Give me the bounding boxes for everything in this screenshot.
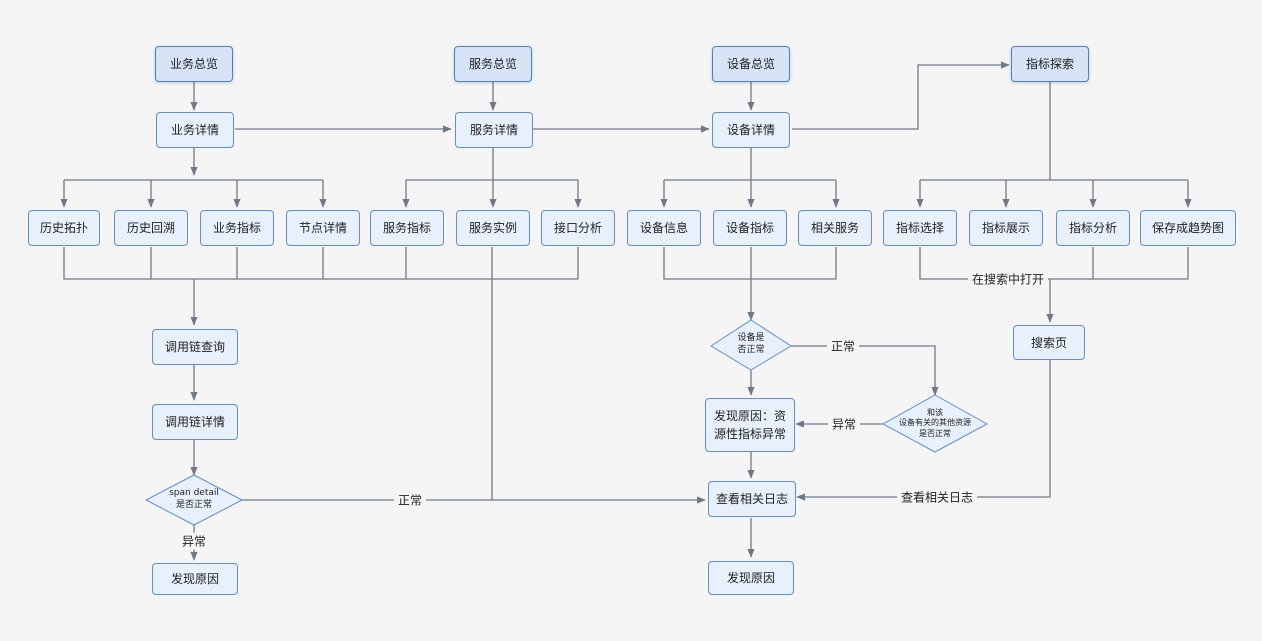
edge-label-span-normal: 正常 bbox=[393, 491, 427, 509]
node-view-related-logs-label: 查看相关日志 bbox=[715, 492, 788, 506]
node-interface-analysis-label: 接口分析 bbox=[553, 221, 602, 235]
decision-span-detail-text: span detail 是否正常 bbox=[169, 488, 219, 510]
node-service-metric-label: 服务指标 bbox=[382, 221, 431, 235]
node-find-cause-right-label: 发现原因 bbox=[726, 571, 775, 585]
node-metric-analysis-label: 指标分析 bbox=[1068, 221, 1117, 235]
node-find-cause-left[interactable]: 发现原因 bbox=[152, 563, 238, 595]
edge-label-span-abnormal: 异常 bbox=[177, 532, 211, 550]
node-history-topology-label: 历史拓扑 bbox=[39, 221, 88, 235]
node-service-metric[interactable]: 服务指标 bbox=[370, 210, 444, 246]
node-find-cause-right[interactable]: 发现原因 bbox=[708, 561, 794, 595]
node-metric-select[interactable]: 指标选择 bbox=[883, 210, 957, 246]
edge-device-detail-to-metric-explore bbox=[792, 61, 1010, 130]
decision-related-resources-text: 和该 设备有关的其他资源 是否正常 bbox=[899, 407, 971, 438]
node-interface-analysis[interactable]: 接口分析 bbox=[541, 210, 615, 246]
node-trace-detail-label: 调用链详情 bbox=[164, 415, 225, 429]
edge-search-to-logs bbox=[796, 360, 1051, 501]
node-device-detail[interactable]: 设备详情 bbox=[712, 112, 790, 148]
node-business-overview[interactable]: 业务总览 bbox=[155, 46, 233, 82]
node-find-cause-left-label: 发现原因 bbox=[170, 572, 219, 586]
edge-device-normal-to-resources bbox=[791, 345, 939, 396]
edge-left-collector-bar bbox=[63, 247, 578, 280]
node-search-page-label: 搜索页 bbox=[1030, 335, 1067, 350]
decision-device-normal-shape bbox=[710, 319, 792, 371]
node-metric-explore[interactable]: 指标探索 bbox=[1011, 46, 1089, 82]
node-find-cause-resource[interactable]: 发现原因：资 源性指标异常 bbox=[705, 398, 795, 452]
node-device-metric[interactable]: 设备指标 bbox=[713, 210, 787, 246]
node-device-info[interactable]: 设备信息 bbox=[627, 210, 701, 246]
node-trace-query[interactable]: 调用链查询 bbox=[152, 329, 238, 365]
node-find-cause-resource-label: 发现原因：资 源性指标异常 bbox=[713, 409, 786, 441]
decision-span-detail-shape bbox=[144, 474, 244, 526]
node-metric-explore-label: 指标探索 bbox=[1025, 57, 1074, 71]
node-device-detail-label: 设备详情 bbox=[726, 123, 775, 137]
node-save-trend-label: 保存成趋势图 bbox=[1151, 221, 1224, 235]
node-business-metric[interactable]: 业务指标 bbox=[200, 210, 274, 246]
node-metric-analysis[interactable]: 指标分析 bbox=[1056, 210, 1130, 246]
decision-device-normal-text: 设备是 否正常 bbox=[737, 333, 765, 355]
node-node-detail-label: 节点详情 bbox=[298, 221, 347, 235]
node-service-detail-label: 服务详情 bbox=[469, 123, 518, 137]
node-service-instance-label: 服务实例 bbox=[468, 221, 517, 235]
node-metric-display[interactable]: 指标展示 bbox=[969, 210, 1043, 246]
node-device-metric-label: 设备指标 bbox=[725, 221, 774, 235]
node-history-backtrack[interactable]: 历史回溯 bbox=[114, 210, 188, 246]
node-trace-query-label: 调用链查询 bbox=[164, 340, 225, 354]
node-business-metric-label: 业务指标 bbox=[212, 221, 261, 235]
edge-label-open-in-search: 在搜索中打开 bbox=[967, 270, 1049, 288]
edge-label-resource-abnormal: 异常 bbox=[827, 415, 861, 433]
node-device-info-label: 设备信息 bbox=[639, 221, 688, 235]
node-device-overview-label: 设备总览 bbox=[726, 57, 775, 71]
node-business-overview-label: 业务总览 bbox=[169, 57, 218, 71]
edge-label-device-normal: 正常 bbox=[826, 337, 860, 355]
edge-metric-collector-bar bbox=[919, 247, 1189, 280]
node-business-detail-label: 业务详情 bbox=[170, 123, 219, 137]
node-service-overview[interactable]: 服务总览 bbox=[454, 46, 532, 82]
node-node-detail[interactable]: 节点详情 bbox=[286, 210, 360, 246]
node-service-detail[interactable]: 服务详情 bbox=[455, 112, 533, 148]
node-trace-detail[interactable]: 调用链详情 bbox=[152, 404, 238, 440]
node-related-services-label: 相关服务 bbox=[810, 221, 859, 235]
decision-related-resources-shape bbox=[881, 394, 989, 453]
node-search-page[interactable]: 搜索页 bbox=[1013, 325, 1085, 360]
node-metric-select-label: 指标选择 bbox=[895, 221, 944, 235]
edge-label-view-logs: 查看相关日志 bbox=[896, 488, 978, 506]
node-history-topology[interactable]: 历史拓扑 bbox=[28, 210, 100, 246]
node-business-detail[interactable]: 业务详情 bbox=[156, 112, 234, 148]
node-service-overview-label: 服务总览 bbox=[468, 57, 517, 71]
node-metric-display-label: 指标展示 bbox=[981, 221, 1030, 235]
node-device-overview[interactable]: 设备总览 bbox=[712, 46, 790, 82]
node-save-trend[interactable]: 保存成趋势图 bbox=[1140, 210, 1236, 246]
node-history-backtrack-label: 历史回溯 bbox=[126, 221, 175, 235]
node-service-instance[interactable]: 服务实例 bbox=[456, 210, 530, 246]
edge-device-collector-bar bbox=[663, 247, 837, 280]
node-view-related-logs[interactable]: 查看相关日志 bbox=[708, 481, 796, 517]
node-related-services[interactable]: 相关服务 bbox=[798, 210, 872, 246]
